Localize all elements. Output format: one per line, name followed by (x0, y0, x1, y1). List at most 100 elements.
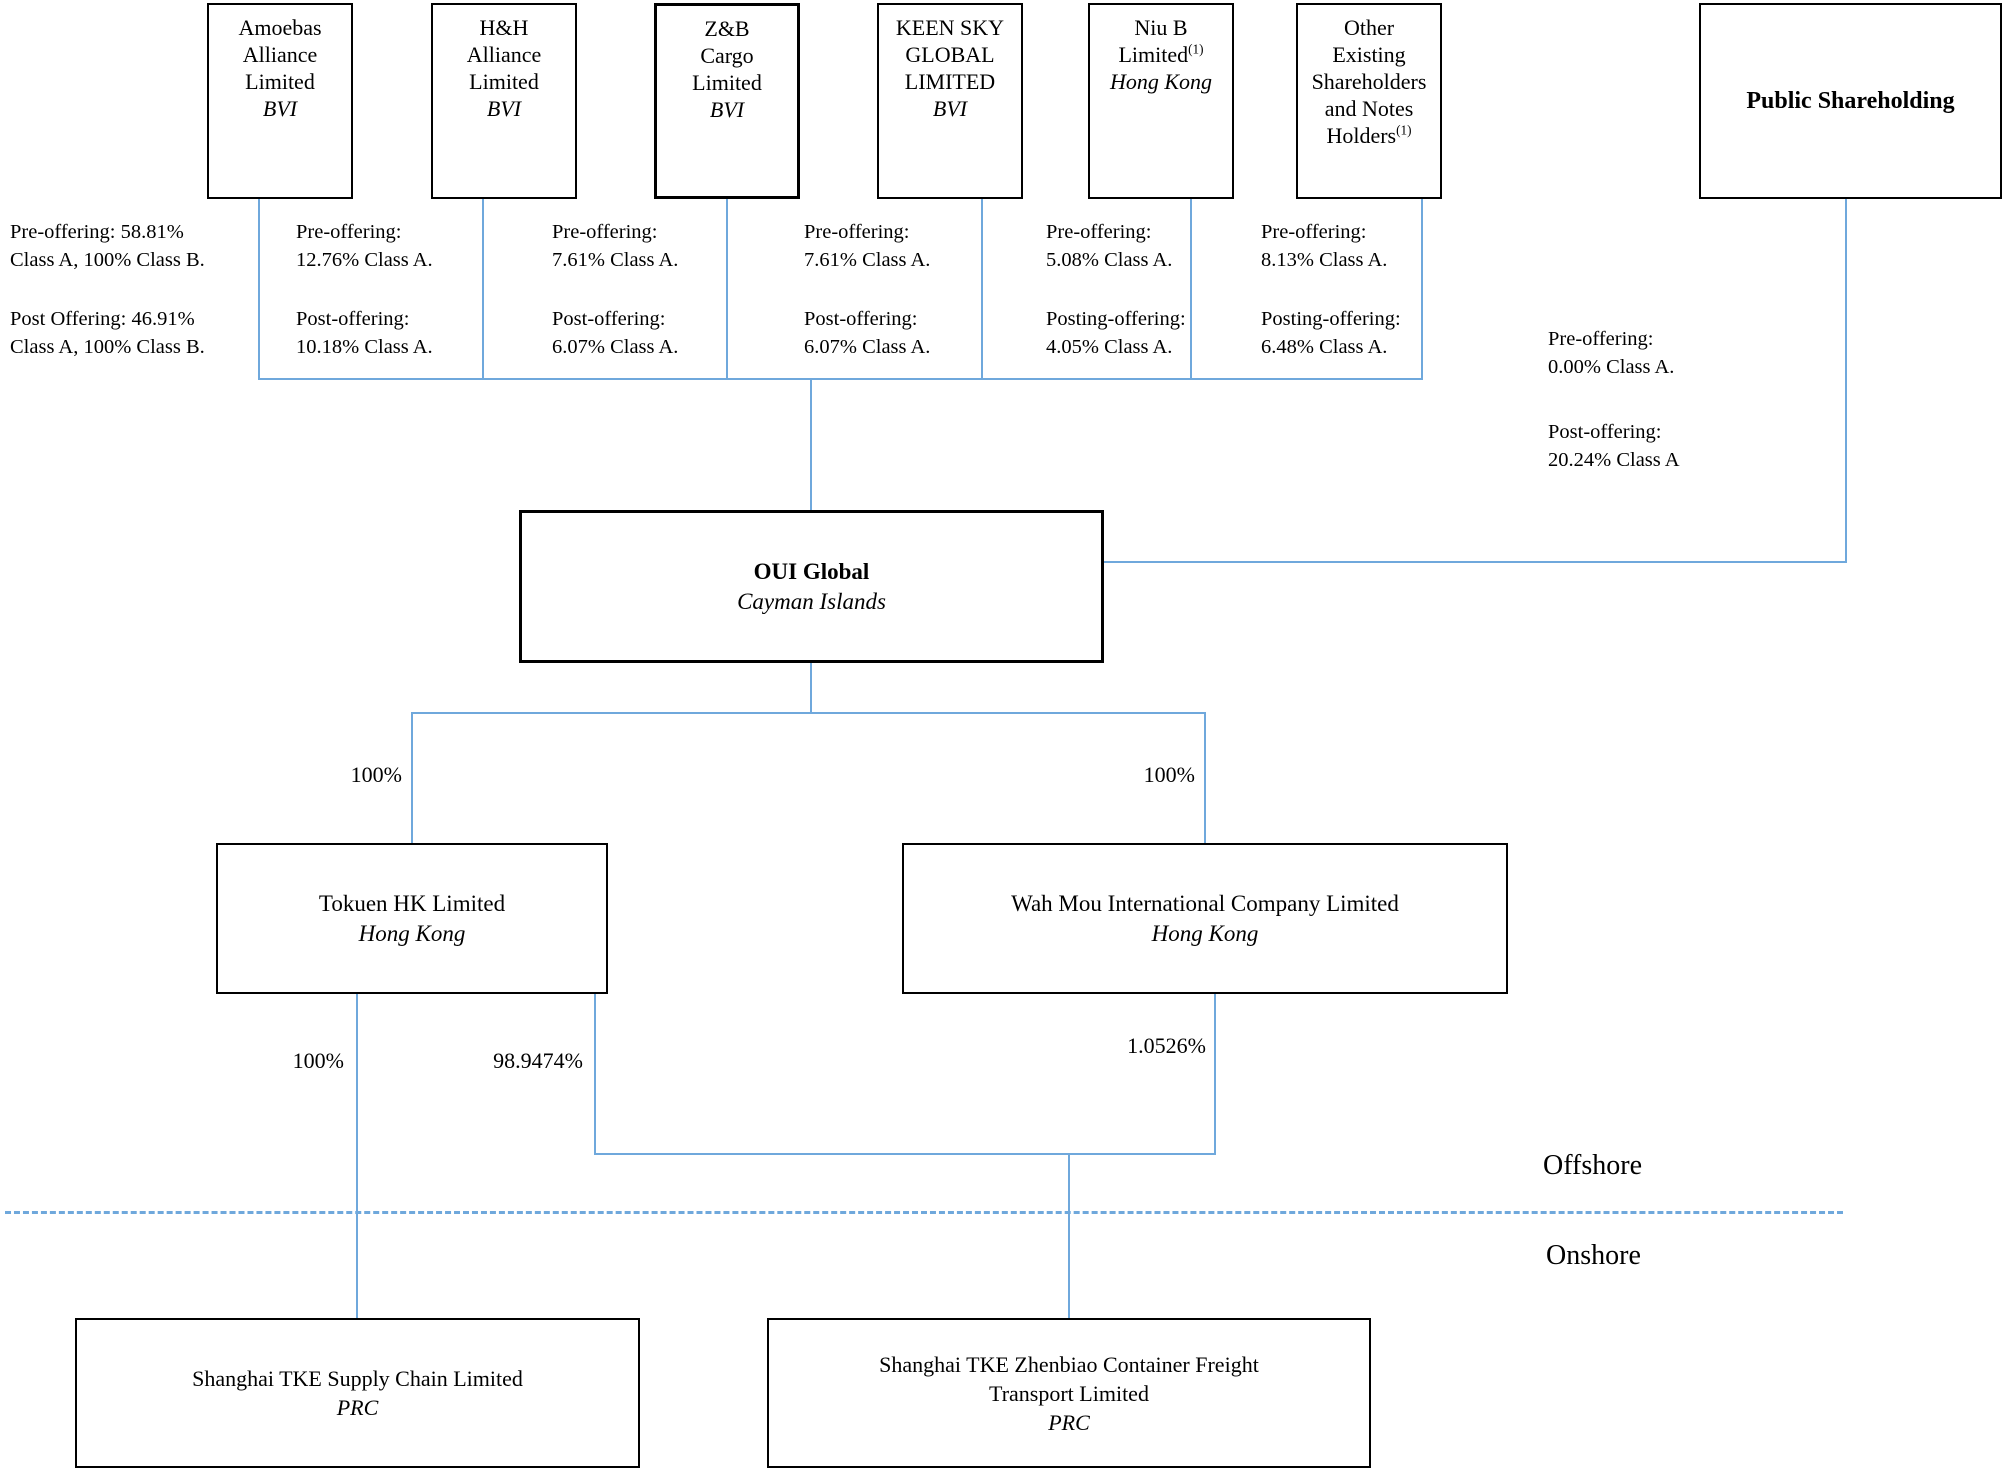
org-box-shanghai-zhenbiao: Shanghai TKE Zhenbiao Container Freight … (767, 1318, 1371, 1468)
company-name-line: Amoebas (238, 15, 322, 40)
company-name-line: Wah Mou International Company Limited (1011, 890, 1399, 916)
pct-line: 0.00% Class A. (1548, 356, 1675, 378)
org-box-other-shareholders: Other Existing Shareholders and Notes Ho… (1296, 3, 1442, 199)
pct-line: Pre-offering: 58.81% (10, 221, 184, 243)
connector-hk-bus (411, 712, 1206, 714)
connector-public-down (1845, 199, 1847, 563)
jurisdiction-label: Hong Kong (1151, 920, 1259, 946)
connector-tokuen-to-supply (356, 994, 358, 1319)
pct-line: Pre-offering: (1261, 221, 1367, 243)
company-name-line: Cargo (700, 43, 754, 68)
org-box-tokuen: Tokuen HK Limited Hong Kong (216, 843, 608, 994)
jurisdiction-label: Hong Kong (1109, 69, 1213, 94)
connector-zb-down (726, 199, 728, 380)
connector-bus-to-oui (810, 380, 812, 511)
company-name-line: Transport Limited (989, 1380, 1149, 1406)
company-name-line: KEEN SKY (895, 15, 1005, 40)
jurisdiction-label: Cayman Islands (737, 588, 886, 614)
company-name-line: Holders (1326, 123, 1397, 148)
ownership-value: 100% (350, 762, 402, 787)
org-box-niub: Niu B Limited(1) Hong Kong (1088, 3, 1234, 199)
pct-line: 7.61% Class A. (552, 249, 679, 271)
company-name-line: Existing (1332, 42, 1406, 67)
company-name-line: Shanghai TKE Supply Chain Limited (192, 1366, 523, 1391)
company-name-line: Shareholders (1311, 69, 1427, 94)
pct-hh-post: Post-offering: 10.18% Class A. (296, 305, 433, 361)
pct-keensky-post: Post-offering: 6.07% Class A. (804, 305, 930, 361)
company-name-line: Limited (245, 69, 315, 94)
pct-line: Post-offering: (552, 308, 666, 330)
company-name-line: Shanghai TKE Zhenbiao Container Freight (879, 1351, 1259, 1377)
org-box-keensky: KEEN SKY GLOBAL LIMITED BVI (877, 3, 1023, 199)
pct-line: Class A, 100% Class B. (10, 249, 205, 271)
ownership-label-wahmou-zhenbiao: 1.0526% (1086, 1033, 1206, 1059)
pct-line: 10.18% Class A. (296, 336, 433, 358)
connector-zhenbiao-collector (594, 1153, 1216, 1155)
org-box-oui-global: OUI Global Cayman Islands (519, 510, 1104, 663)
company-name-line: Other (1343, 15, 1395, 40)
pct-line: Pre-offering: (296, 221, 402, 243)
ownership-value: 1.0526% (1127, 1033, 1206, 1058)
pct-hh-pre: Pre-offering: 12.76% Class A. (296, 218, 433, 274)
connector-amoebas-down (258, 199, 260, 380)
pct-line: Post-offering: (296, 308, 410, 330)
org-box-hh: H&H Alliance Limited BVI (431, 3, 577, 199)
pct-line: Post-offering: (804, 308, 918, 330)
connector-hh-down (482, 199, 484, 380)
pct-line: Post Offering: 46.91% (10, 308, 195, 330)
org-box-public-shareholding: Public Shareholding (1699, 3, 2002, 199)
connector-wahmou-to-zhenbiao-down (1214, 994, 1216, 1155)
pct-line: Pre-offering: (1046, 221, 1152, 243)
ownership-label-oui-tokuen: 100% (280, 762, 402, 788)
jurisdiction-label: Hong Kong (358, 920, 466, 946)
pct-line: 8.13% Class A. (1261, 249, 1388, 271)
pct-line: Posting-offering: (1261, 308, 1401, 330)
connector-to-zhenbiao (1068, 1153, 1070, 1319)
pct-line: 20.24% Class A (1548, 449, 1680, 471)
pct-niub-pre: Pre-offering: 5.08% Class A. (1046, 218, 1172, 274)
pct-line: Post-offering: (1548, 421, 1662, 443)
jurisdiction-label: PRC (1048, 1409, 1090, 1435)
pct-line: Pre-offering: (552, 221, 658, 243)
company-name-line: Alliance (466, 42, 542, 67)
pct-line: 7.61% Class A. (804, 249, 931, 271)
connector-to-wahmou (1204, 712, 1206, 844)
offshore-label: Offshore (1543, 1150, 1642, 1182)
footnote-marker: (1) (1188, 41, 1204, 57)
org-box-amoebas: Amoebas Alliance Limited BVI (207, 3, 353, 199)
pct-line: 6.48% Class A. (1261, 336, 1388, 358)
connector-keensky-down (981, 199, 983, 380)
pct-niub-post: Posting-offering: 4.05% Class A. (1046, 305, 1186, 361)
pct-public-pre: Pre-offering: 0.00% Class A. (1548, 325, 1674, 381)
pct-keensky-pre: Pre-offering: 7.61% Class A. (804, 218, 930, 274)
pct-line: Posting-offering: (1046, 308, 1186, 330)
org-box-wahmou: Wah Mou International Company Limited Ho… (902, 843, 1508, 994)
jurisdiction-label: BVI (262, 96, 298, 121)
ownership-value: 100% (292, 1048, 344, 1073)
connector-tokuen-to-zhenbiao-down (594, 994, 596, 1155)
pct-line: 6.07% Class A. (552, 336, 679, 358)
company-name-line: Limited (469, 69, 539, 94)
company-name-line: Tokuen HK Limited (318, 890, 506, 916)
jurisdiction-label: BVI (709, 97, 745, 122)
company-name-line: Limited (692, 70, 762, 95)
pct-amoebas-pre: Pre-offering: 58.81% Class A, 100% Class… (10, 218, 205, 274)
zone-text: Onshore (1546, 1240, 1641, 1271)
connector-public-to-oui (1104, 561, 1847, 563)
company-name-line: H&H (479, 15, 529, 40)
footnote-marker: (1) (1396, 122, 1412, 138)
pct-line: 4.05% Class A. (1046, 336, 1173, 358)
jurisdiction-label: BVI (932, 96, 968, 121)
org-box-shanghai-supply: Shanghai TKE Supply Chain Limited PRC (75, 1318, 640, 1468)
ownership-label-oui-wahmou: 100% (1073, 762, 1195, 788)
pct-other-pre: Pre-offering: 8.13% Class A. (1261, 218, 1387, 274)
pct-line: Pre-offering: (1548, 328, 1654, 350)
zone-text: Offshore (1543, 1150, 1643, 1181)
pct-line: Class A, 100% Class B. (10, 336, 205, 358)
company-name-line: Z&B (704, 16, 750, 41)
company-name-line: Niu B (1134, 15, 1188, 40)
pct-line: 5.08% Class A. (1046, 249, 1173, 271)
pct-other-post: Posting-offering: 6.48% Class A. (1261, 305, 1401, 361)
connector-oui-down (810, 663, 812, 714)
